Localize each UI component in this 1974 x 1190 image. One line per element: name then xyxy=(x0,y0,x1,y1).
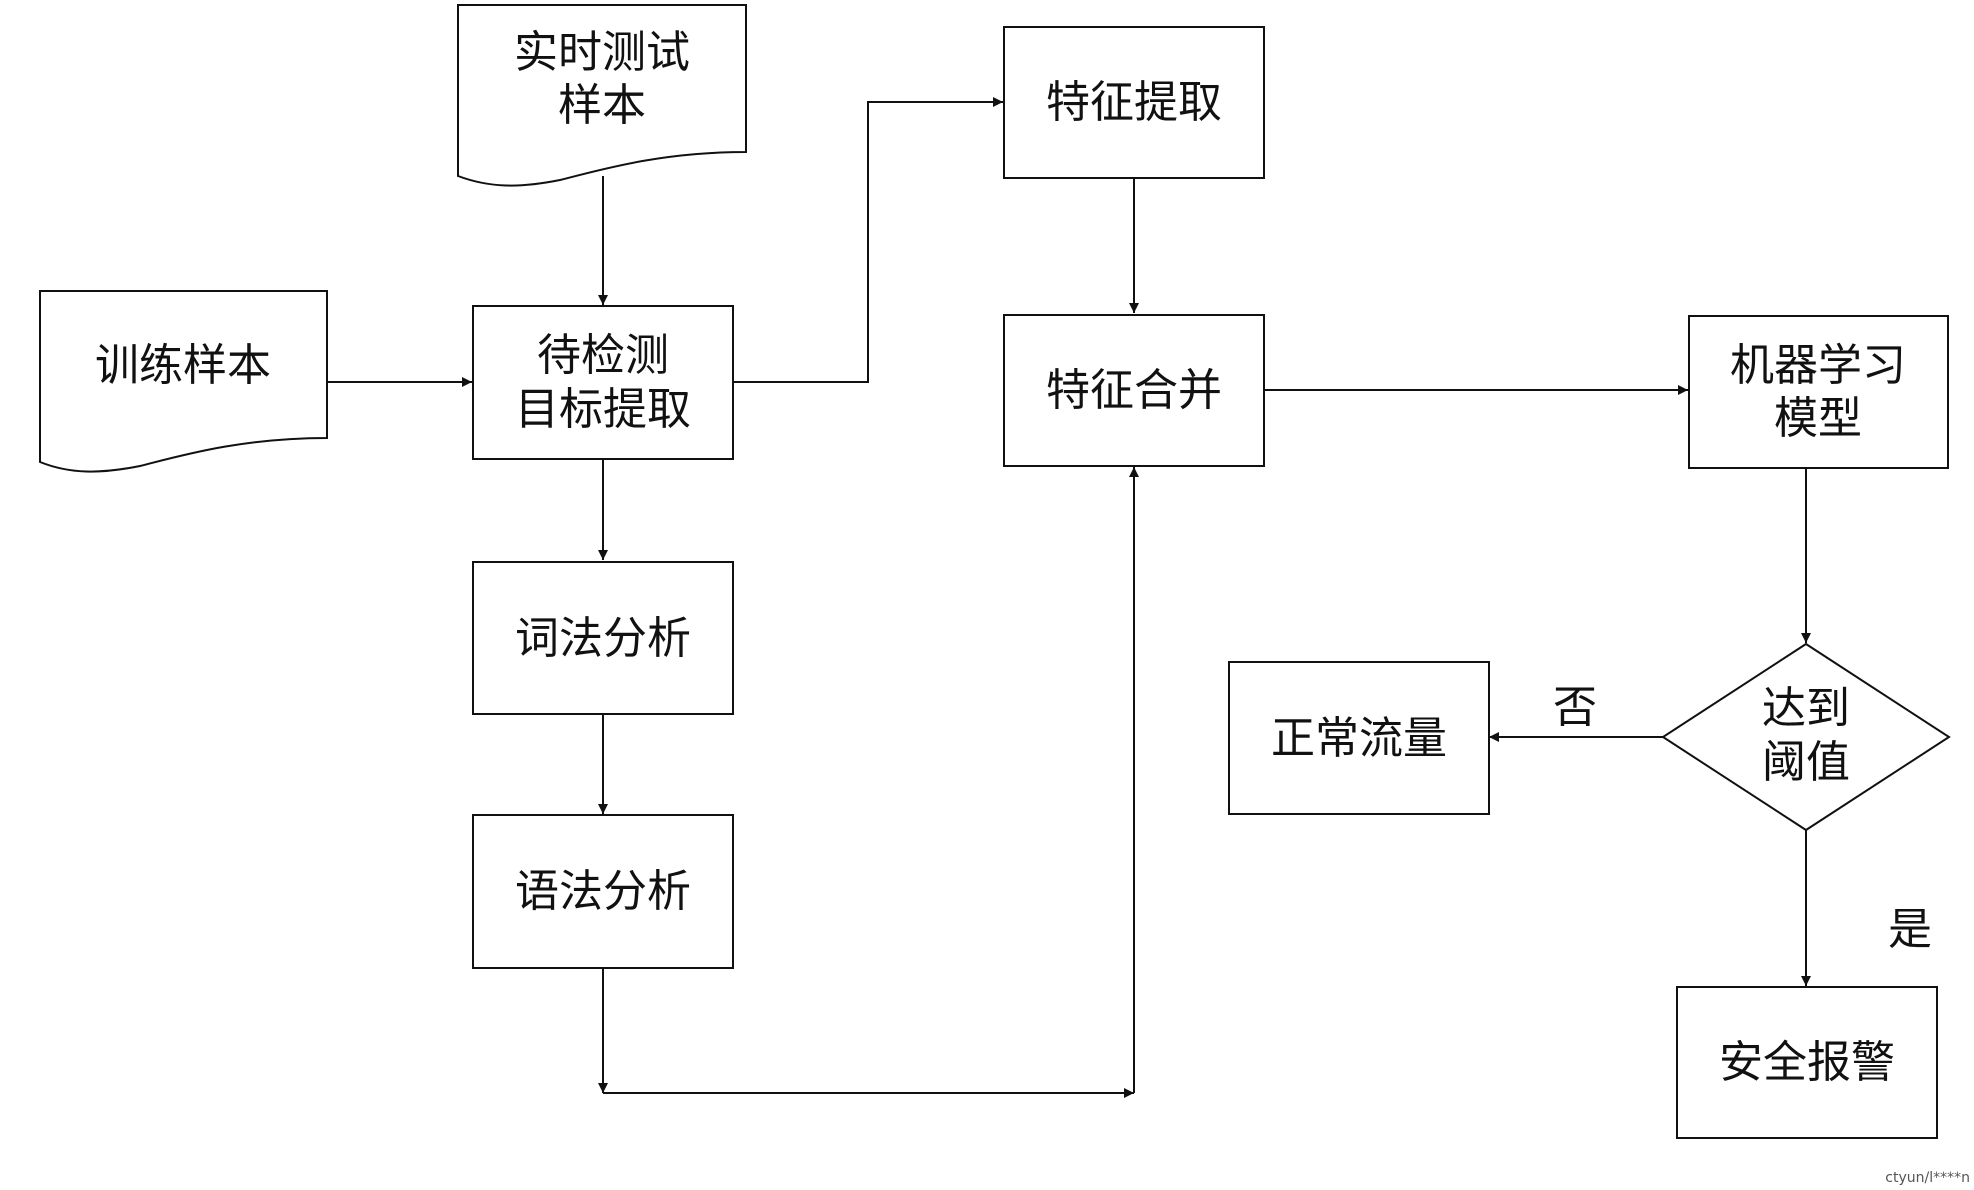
edge-label-yes: 是 xyxy=(1888,904,1932,955)
node-normal-traffic: 正常流量 xyxy=(1228,661,1490,815)
node-feature-merge-line1: 特征合并 xyxy=(1046,365,1222,416)
node-target-extract: 待检测 目标提取 xyxy=(472,305,734,460)
node-feature-extract: 特征提取 xyxy=(1003,26,1265,179)
edges xyxy=(327,97,1811,1098)
node-threshold-decision: 达到 阈值 xyxy=(1661,642,1951,832)
node-normal-traffic-line1: 正常流量 xyxy=(1271,713,1447,764)
node-ml-model: 机器学习 模型 xyxy=(1688,315,1949,469)
node-feature-merge: 特征合并 xyxy=(1003,314,1265,467)
node-security-alarm: 安全报警 xyxy=(1676,986,1938,1139)
node-threshold-decision-line2: 阈值 xyxy=(1762,737,1850,788)
node-feature-extract-line1: 特征提取 xyxy=(1046,77,1222,128)
node-lexical-analysis-line1: 词法分析 xyxy=(515,613,691,664)
node-realtime-sample-line1: 实时测试 xyxy=(514,27,690,78)
node-target-extract-line1: 待检测 xyxy=(537,330,669,381)
node-syntax-analysis: 语法分析 xyxy=(472,814,734,969)
node-syntax-analysis-line1: 语法分析 xyxy=(515,866,691,917)
node-training-sample-line1: 训练样本 xyxy=(95,340,271,391)
edge-target-to-feature-extract xyxy=(733,97,1003,383)
node-lexical-analysis: 词法分析 xyxy=(472,561,734,715)
node-ml-model-line2: 模型 xyxy=(1774,393,1862,444)
node-realtime-sample-line2: 样本 xyxy=(558,80,646,131)
node-ml-model-line1: 机器学习 xyxy=(1730,340,1906,391)
watermark: ctyun/l****n xyxy=(1885,1170,1970,1186)
node-realtime-sample: 实时测试 样本 xyxy=(457,4,747,187)
node-security-alarm-line1: 安全报警 xyxy=(1719,1037,1895,1088)
node-threshold-decision-line1: 达到 xyxy=(1762,683,1850,734)
node-training-sample: 训练样本 xyxy=(39,290,328,473)
node-target-extract-line2: 目标提取 xyxy=(515,384,691,435)
edge-label-no: 否 xyxy=(1553,682,1597,733)
